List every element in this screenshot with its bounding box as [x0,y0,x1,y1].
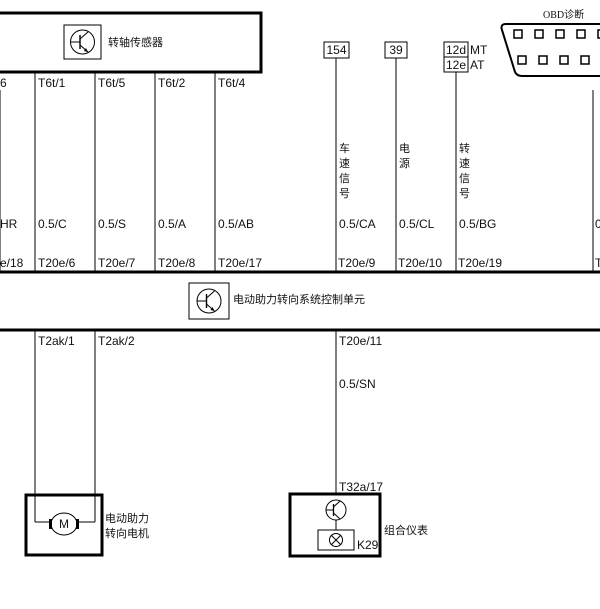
ecu-pin-label-6: T20e/10 [398,256,442,270]
bottom-pin-label-2: T20e/11 [339,334,382,348]
motor-label-line1: 电动助力 [105,511,149,525]
obd-pin [597,29,600,39]
top-pin-label-3: T6t/2 [158,76,186,90]
transistor-icon [196,288,222,314]
signal-label-7-0: 转 [459,141,470,155]
eps-motor: M 电动助力 转向电机 [24,493,149,557]
top-pin-label-4: T6t/4 [218,76,246,90]
ecu-pin-label-2: T20e/7 [98,256,136,270]
ref-box-39-label: 39 [389,43,403,57]
partial-right-wire-label: 0 [595,217,600,231]
obd-pin [555,29,565,39]
sensor-label: 转轴传感器 [108,35,163,49]
bottom-pin-label-1: T2ak/2 [98,334,135,348]
wire-label-7: 0.5/BG [459,217,496,231]
wire-label-1: 0.5/C [38,217,67,231]
obd-pin [538,55,548,65]
ecu-label: 电动助力转向系统控制单元 [233,292,365,306]
motor-label-line2: 转向电机 [105,526,149,540]
signal-label-7-3: 号 [459,187,470,200]
motor-icon: M [49,512,79,536]
wire-label-3: 0.5/A [158,217,186,231]
wire-label-4: 0.5/AB [218,217,254,231]
wire-label-2: 0.5/S [98,217,126,231]
obd-pin [534,29,544,39]
ecu-pin-label-4: T20e/17 [218,256,262,270]
signal-label-7-1: 速 [459,157,470,170]
obd-connector: OBD诊断 [500,8,600,77]
cluster-label: 组合仪表 [384,523,428,537]
obd-pin [513,29,523,39]
transistor-icon [70,29,95,55]
warning-lamp-icon [329,533,343,547]
ref-box-12e-label: 12e [446,58,466,72]
obd-outline [500,23,600,77]
ref-box-12d-label: 12d [446,43,466,57]
obd-pins [513,29,600,65]
sensor-box-outline [0,11,263,74]
ecu-pin-label-5: T20e/9 [338,256,376,270]
instrument-cluster: T32a/17 K29 组合仪表 [288,480,428,558]
ecu-pin-label-0: e/18 [0,256,24,270]
cluster-box [288,492,382,558]
top-pin-label-2: T6t/5 [98,76,126,90]
top-pin-label-1: T6t/1 [38,76,66,90]
ecu-pin-label-1: T20e/6 [38,256,76,270]
wire-label-5: 0.5/CA [339,217,376,231]
ecu-symbol-box [188,282,230,320]
wire-label-0: HR [0,217,18,231]
obd-pin [517,55,527,65]
transistor-icon [325,499,347,521]
signal-label-5-0: 车 [339,141,350,155]
obd-pin [576,29,586,39]
top-pin-label-0: 6 [0,76,7,90]
ecu-pin-label-3: T20e/8 [158,256,196,270]
bottom-wires: T2ak/1 T2ak/2 T20e/11 0.5/SN [34,330,382,522]
top-wires: 6 HR e/18 T6t/1 0.5/C T20e/6 T6t/5 0.5/S… [0,41,600,272]
signal-label-5-2: 信 [339,172,350,185]
signal-label-5-3: 号 [339,187,350,200]
bottom-pin-label-0: T2ak/1 [38,334,75,348]
ref-box-154-label: 154 [326,43,346,57]
partial-right-ecu-pin: T [595,256,600,270]
steering-sensor: 转轴传感器 [0,11,263,74]
signal-label-5-1: 速 [339,157,350,170]
obd-pin [580,55,590,65]
signal-label-6-0: 电 [399,142,410,155]
motor-symbol: M [59,517,69,531]
signal-label-7-2: 信 [459,172,470,185]
cluster-pin-label: T32a/17 [339,480,383,494]
wire-label-6: 0.5/CL [399,217,435,231]
lamp-id-label: K29 [357,538,379,552]
bottom-wire-label-2: 0.5/SN [339,377,376,391]
signal-label-6-1: 源 [399,156,410,170]
mt-label: MT [470,43,488,57]
eps-control-unit: 电动助力转向系统控制单元 [0,270,600,332]
motor-box [24,493,104,557]
obd-label: OBD诊断 [543,8,584,21]
obd-pin [559,55,569,65]
ecu-pin-label-7: T20e/19 [458,256,502,270]
at-label: AT [470,58,485,72]
